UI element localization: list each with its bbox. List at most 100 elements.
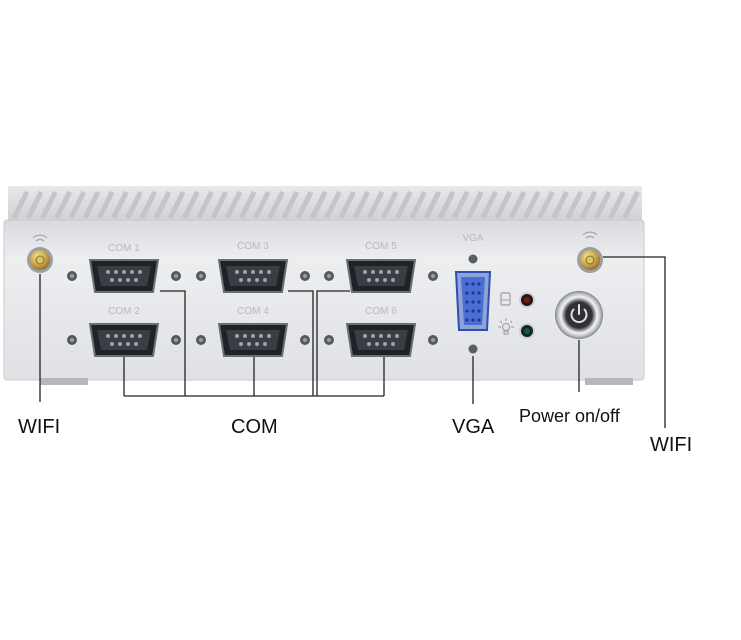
heatsink-fin bbox=[139, 190, 158, 220]
port-pin bbox=[379, 270, 383, 274]
port-pin bbox=[263, 278, 267, 282]
heatsink-fins bbox=[11, 190, 640, 220]
heatsink-fin bbox=[395, 190, 413, 220]
callout-line-com5 bbox=[316, 290, 350, 396]
port-screw-hole bbox=[70, 274, 74, 278]
port-socket bbox=[354, 330, 408, 350]
port-pin bbox=[383, 342, 387, 346]
port-pin bbox=[118, 278, 122, 282]
heatsink-fin bbox=[579, 190, 598, 220]
port-pin bbox=[371, 334, 375, 338]
power-button[interactable] bbox=[555, 291, 603, 339]
port-pin bbox=[391, 342, 395, 346]
com5-port[interactable] bbox=[324, 259, 438, 293]
vga-pin bbox=[471, 300, 475, 304]
vga-screw-bottom bbox=[468, 344, 478, 354]
port-pin bbox=[130, 334, 134, 338]
port-pin bbox=[126, 278, 130, 282]
heatsink-fin bbox=[537, 190, 555, 220]
port-pin bbox=[391, 278, 395, 282]
wifi-antenna-right[interactable] bbox=[577, 231, 603, 273]
port-pin bbox=[134, 278, 138, 282]
heatsink-fin bbox=[366, 190, 385, 220]
port-pin bbox=[235, 334, 239, 338]
heatsink-fin bbox=[466, 190, 484, 220]
callout-com: COM bbox=[231, 416, 278, 438]
com4-port[interactable] bbox=[196, 323, 310, 357]
port-pin bbox=[363, 270, 367, 274]
heatsink-fin bbox=[196, 190, 214, 220]
heatsink-fin bbox=[551, 190, 569, 220]
heatsink-fin bbox=[82, 190, 101, 220]
port-pin bbox=[263, 342, 267, 346]
port-pin bbox=[267, 270, 271, 274]
port-pin bbox=[122, 270, 126, 274]
port-pin bbox=[239, 278, 243, 282]
heatsink-fin bbox=[54, 190, 72, 220]
wifi-antenna-left[interactable] bbox=[27, 234, 53, 273]
port-socket bbox=[97, 330, 151, 350]
callout-line-com3 bbox=[288, 290, 314, 396]
com1-port[interactable] bbox=[67, 259, 181, 293]
vga-pin bbox=[465, 291, 469, 295]
vga-pin bbox=[477, 318, 481, 322]
heatsink-fin bbox=[593, 190, 612, 220]
port-socket bbox=[97, 266, 151, 286]
port-pin bbox=[267, 334, 271, 338]
port-socket bbox=[354, 266, 408, 286]
port-screw-hole bbox=[199, 338, 203, 342]
power-button-icon bbox=[570, 304, 588, 324]
heatsink-fin bbox=[522, 190, 541, 220]
port-pin bbox=[395, 270, 399, 274]
heatsink-fin bbox=[153, 190, 172, 220]
vga-pin bbox=[477, 291, 481, 295]
callout-power: Power on/off bbox=[519, 406, 620, 426]
heatsink-fin bbox=[96, 190, 115, 220]
port-socket bbox=[226, 266, 280, 286]
port-pin bbox=[255, 342, 259, 346]
chassis-front-face bbox=[3, 219, 645, 381]
port-pin bbox=[247, 342, 251, 346]
port-pin bbox=[122, 334, 126, 338]
heatsink-fin bbox=[380, 190, 399, 220]
hdd-led bbox=[519, 323, 535, 339]
port-screw-hole bbox=[303, 274, 307, 278]
port-pin bbox=[363, 334, 367, 338]
vga-pin bbox=[465, 300, 469, 304]
vga-pin bbox=[471, 282, 475, 286]
port-screw-hole bbox=[327, 338, 331, 342]
port-pin bbox=[134, 342, 138, 346]
vga-pin bbox=[465, 282, 469, 286]
vga-pin bbox=[465, 309, 469, 313]
wifi-antenna-icon bbox=[32, 234, 48, 242]
port-pin bbox=[375, 278, 379, 282]
port-pin bbox=[243, 334, 247, 338]
callout-vga: VGA bbox=[452, 416, 495, 438]
vga-pins bbox=[465, 282, 481, 322]
vga-pin bbox=[471, 318, 475, 322]
heatsink-fin bbox=[565, 190, 584, 220]
port-pin bbox=[367, 278, 371, 282]
port-screw-hole bbox=[199, 274, 203, 278]
callout-wifi-left: WIFI bbox=[18, 416, 61, 438]
heatsink-fin bbox=[281, 190, 300, 220]
heatsink-fin bbox=[68, 190, 87, 220]
callout-lines bbox=[39, 256, 666, 428]
com3-port[interactable] bbox=[196, 259, 310, 293]
port-pin bbox=[395, 334, 399, 338]
port-pin bbox=[379, 334, 383, 338]
port-pin bbox=[110, 278, 114, 282]
port-pin bbox=[243, 270, 247, 274]
com2-port[interactable] bbox=[67, 323, 181, 357]
port-pin bbox=[106, 270, 110, 274]
port-pin bbox=[118, 342, 122, 346]
chassis-foot-right bbox=[585, 378, 633, 385]
heatsink-fin bbox=[125, 190, 143, 220]
serial-ports bbox=[67, 259, 438, 357]
com6-port[interactable] bbox=[324, 323, 438, 357]
vga-pin bbox=[477, 309, 481, 313]
heatsink-fin bbox=[167, 190, 186, 220]
port-screw-hole bbox=[431, 274, 435, 278]
heatsink-fin bbox=[210, 190, 229, 220]
heatsink-fin bbox=[451, 190, 470, 220]
